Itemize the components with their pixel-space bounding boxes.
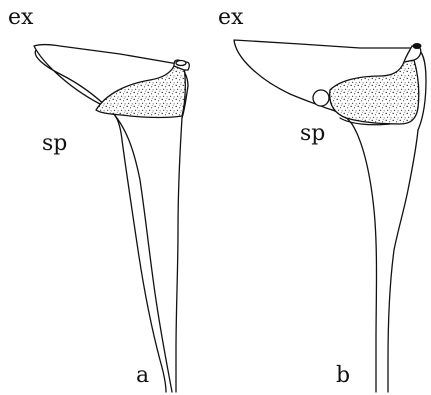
panel-a-letter: a (136, 363, 149, 388)
panel-b-ex-label: ex (218, 5, 244, 30)
panel-a-tube-opening (176, 61, 186, 66)
panel-a-sp-label: sp (42, 131, 67, 156)
panel-b-tube-opening (413, 44, 421, 49)
panel-b-sp-label: sp (300, 121, 325, 146)
panel-b-stippled-body (330, 60, 419, 124)
panel-a-stippled-body (96, 66, 185, 118)
panel-a: ex sp a (8, 5, 189, 392)
panel-b-letter: b (336, 363, 350, 388)
panel-b: ex sp b (218, 5, 426, 392)
panel-b-stalk-outline (352, 124, 418, 392)
panel-a-ex-label: ex (8, 5, 34, 30)
panel-b-small-vesicle (313, 90, 329, 106)
panel-a-stalk-outline (108, 108, 182, 392)
